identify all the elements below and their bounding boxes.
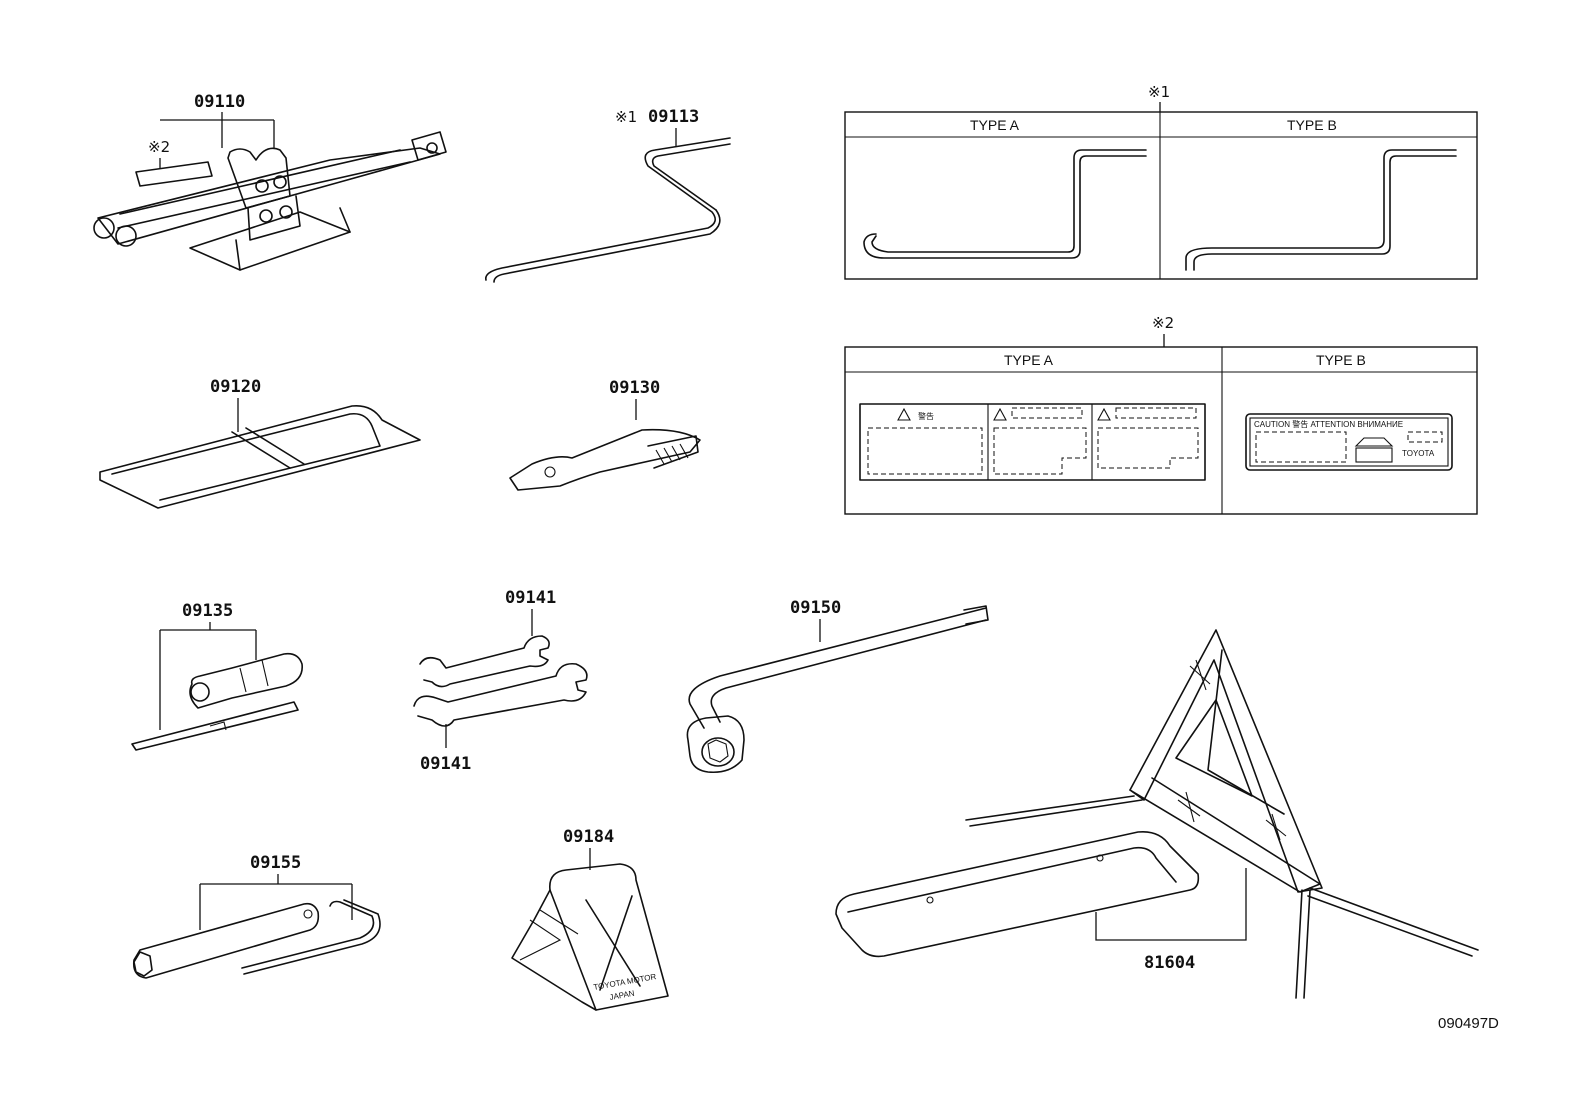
- note-ref1-label: ※1: [1148, 83, 1170, 101]
- jack-screw-end: [411, 131, 447, 161]
- note-ref-jack: ※2: [148, 138, 170, 156]
- triangle-inner: [1175, 699, 1253, 797]
- drawing-code: 090497D: [1438, 1015, 1499, 1032]
- type-a-header-ref2: TYPE A: [1004, 352, 1054, 368]
- stand-x-mark: [585, 895, 641, 991]
- part-number-plug-wrench: 09155: [250, 853, 301, 873]
- type-a-header-ref1: TYPE A: [970, 117, 1020, 133]
- triangle-leg-left: [965, 795, 1143, 827]
- triangle-leg-right: [1307, 887, 1479, 957]
- part-number-pliers: 09130: [609, 378, 660, 398]
- jack-handle[interactable]: ※1 09113: [485, 107, 731, 283]
- jack-head: [227, 147, 291, 209]
- jack-handle-rod: [485, 137, 731, 281]
- warning-jp-text: 警告: [918, 411, 934, 421]
- jack-arms: [97, 147, 441, 245]
- wrench-lower: [413, 662, 588, 727]
- note-ref2-label: ※2: [1152, 314, 1174, 332]
- pliers[interactable]: 09130: [509, 378, 701, 491]
- tool-bag-strap: [231, 427, 305, 469]
- leader-jack: [160, 112, 275, 148]
- tool-bag[interactable]: 09120: [99, 377, 421, 509]
- part-number-wheel-wrench: 09150: [790, 598, 841, 618]
- type-table-ref2: ※2 TYPE A TYPE B 警告 CAUTION 警告 ATTENTION…: [844, 314, 1478, 515]
- wheel-wrench-socket: [686, 715, 745, 774]
- toyota-text: TOYOTA: [1402, 449, 1435, 458]
- plug-wrench[interactable]: 09155: [132, 853, 381, 979]
- wheel-nut-wrench[interactable]: 09150: [686, 598, 989, 774]
- screwdriver-handle: [189, 652, 303, 709]
- type-a-handle: [863, 149, 1147, 259]
- stand-text-2: JAPAN: [609, 989, 636, 1002]
- part-number-tool-bag: 09120: [210, 377, 261, 397]
- leader-screwdriver: [159, 622, 257, 730]
- part-number-wrench-upper: 09141: [505, 588, 556, 608]
- plug-wrench-bar: [241, 899, 381, 975]
- type-table-ref1: ※1 TYPE A TYPE B: [844, 83, 1478, 280]
- part-number-stand: 09184: [563, 827, 614, 847]
- pliers-grip: [647, 435, 699, 469]
- stand-frame: [511, 889, 597, 1011]
- part-number-wrench-lower: 09141: [420, 754, 471, 774]
- part-number-triangle: 81604: [1144, 953, 1195, 973]
- part-number-jack: 09110: [194, 92, 245, 112]
- warning-triangle[interactable]: 81604: [835, 629, 1479, 999]
- caution-strip-text: CAUTION 警告 ATTENTION ВНИМАНИЕ: [1254, 419, 1403, 429]
- part-number-jack-handle: 09113: [648, 107, 699, 127]
- plug-wrench-tube: [132, 902, 320, 979]
- triangle-case: [835, 830, 1200, 958]
- warning-label-type-b: CAUTION 警告 ATTENTION ВНИМАНИЕ TOYOTA: [1245, 413, 1453, 471]
- type-b-header-ref1: TYPE B: [1287, 117, 1337, 133]
- scissor-jack[interactable]: 09110 ※2: [93, 92, 447, 271]
- reflector-hatching: [1177, 659, 1287, 841]
- type-b-header-ref2: TYPE B: [1316, 352, 1366, 368]
- screwdriver-bit: [131, 701, 299, 751]
- leader-triangle: [1095, 868, 1247, 941]
- jack-label-sticker: [135, 161, 213, 187]
- car-icon: [1354, 437, 1394, 447]
- wheel-wrench-bar: [688, 607, 987, 729]
- type-b-handle: [1185, 149, 1457, 271]
- screwdriver[interactable]: 09135: [131, 601, 303, 751]
- pliers-body: [509, 428, 701, 491]
- warning-triangle-icons: [897, 407, 1111, 421]
- warning-stand[interactable]: 09184 TOYOTA MOTOR JAPAN: [511, 827, 669, 1011]
- tool-bag-outline: [99, 404, 421, 509]
- type-table-ref2-frame: [844, 346, 1478, 515]
- warning-label-type-a: 警告: [859, 403, 1206, 481]
- open-end-wrenches[interactable]: 09141 09141: [413, 588, 588, 774]
- note-ref-jack-handle: ※1: [615, 108, 637, 126]
- stand-text-1: TOYOTA MOTOR: [593, 972, 657, 992]
- leader-plug-wrench: [199, 874, 353, 930]
- triangle-leg-down: [1295, 889, 1311, 999]
- stand-plate: [549, 863, 669, 1011]
- part-number-screwdriver: 09135: [182, 601, 233, 621]
- type-table-ref1-frame: [844, 111, 1478, 280]
- triangle-left-right-edges: [1129, 629, 1323, 893]
- wrench-upper: [419, 635, 550, 688]
